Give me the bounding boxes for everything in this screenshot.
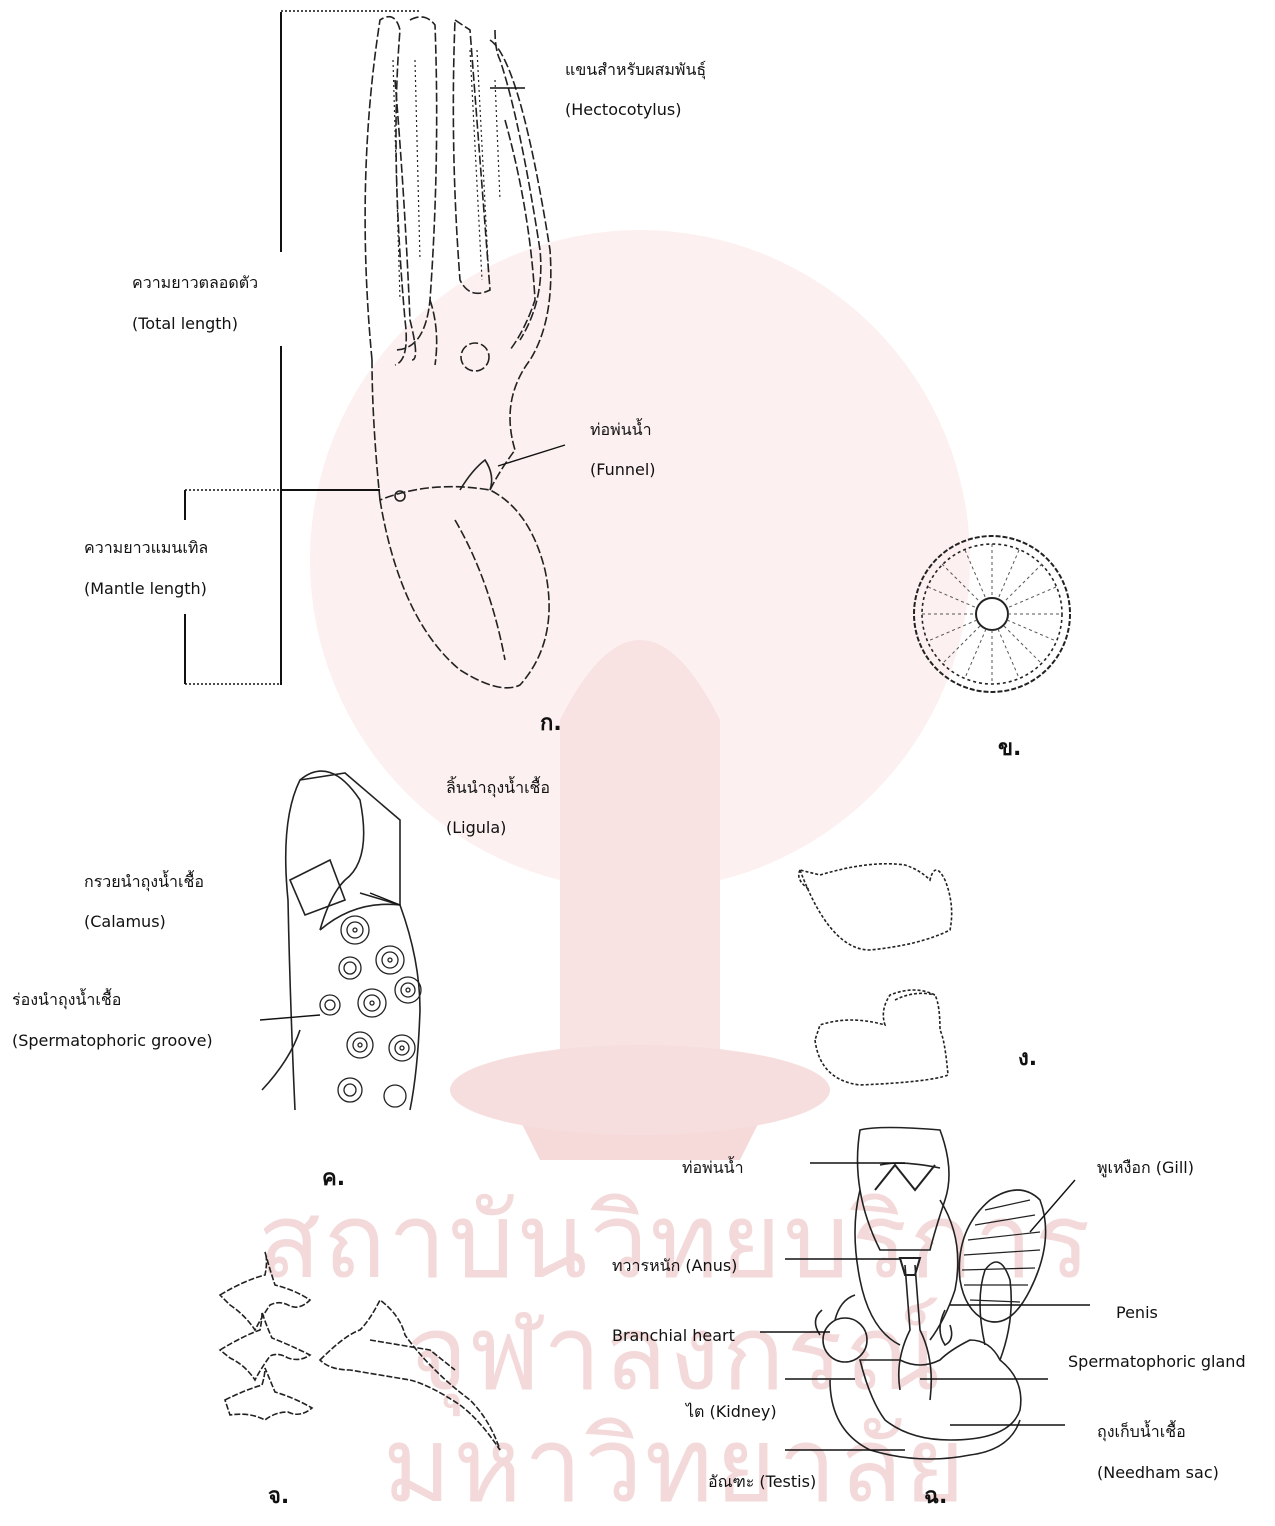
branchial-heart-label: Branchial heart — [612, 1326, 735, 1346]
mantle-length-label-th: ความยาวแมนเทิล — [84, 538, 208, 558]
total-length-label-th: ความยาวตลอดตัว — [132, 273, 258, 293]
hectocotylus-label-en: (Hectocotylus) — [565, 100, 681, 120]
hectocotylus-label-th: แขนสำหรับผสมพันธุ์ — [565, 60, 706, 80]
ligula-label-th: ลิ้นนำถุงน้ำเชื้อ — [446, 778, 550, 798]
hectocotylus-tip-drawing — [260, 771, 421, 1110]
anus-label: ทวารหนัก (Anus) — [612, 1256, 737, 1276]
calamus-label-th: กรวยนำถุงน้ำเชื้อ — [84, 872, 204, 892]
spermatophoric-gland-label: Spermatophoric gland — [1068, 1352, 1246, 1372]
groove-label-en: (Spermatophoric groove) — [12, 1031, 213, 1051]
kidney-label: ไต (Kidney) — [686, 1402, 777, 1422]
ligula-label-en: (Ligula) — [446, 818, 506, 838]
needham-label-th: ถุงเก็บน้ำเชื้อ — [1097, 1422, 1186, 1442]
funnel-label-f: ท่อพ่นน้ำ — [682, 1158, 744, 1178]
groove-label-th: ร่องนำถุงน้ำเชื้อ — [12, 990, 121, 1010]
watermark-emblem — [310, 230, 970, 1160]
internal-organs-drawing — [815, 1128, 1045, 1460]
panel-f-leaders — [760, 1163, 1090, 1450]
beak-drawings — [799, 864, 952, 1085]
funnel-label-th: ท่อพ่นน้ำ — [590, 420, 652, 440]
panel-letter-d: ง. — [1018, 1040, 1037, 1075]
panel-letter-b: ข. — [998, 730, 1021, 765]
gill-label: พูเหงือก (Gill) — [1097, 1158, 1194, 1178]
radula-teeth-drawing — [220, 1252, 500, 1450]
needham-label-en: (Needham sac) — [1097, 1463, 1219, 1483]
testis-label: อัณฑะ (Testis) — [708, 1472, 816, 1492]
panel-letter-c: ค. — [322, 1160, 345, 1195]
total-length-label-en: (Total length) — [132, 314, 238, 334]
mantle-length-label-en: (Mantle length) — [84, 579, 207, 599]
penis-label: Penis — [1116, 1303, 1158, 1323]
arm-suckers — [393, 50, 500, 300]
calamus-label-en: (Calamus) — [84, 912, 166, 932]
panel-letter-a: ก. — [540, 705, 562, 740]
funnel-label-en: (Funnel) — [590, 460, 656, 480]
